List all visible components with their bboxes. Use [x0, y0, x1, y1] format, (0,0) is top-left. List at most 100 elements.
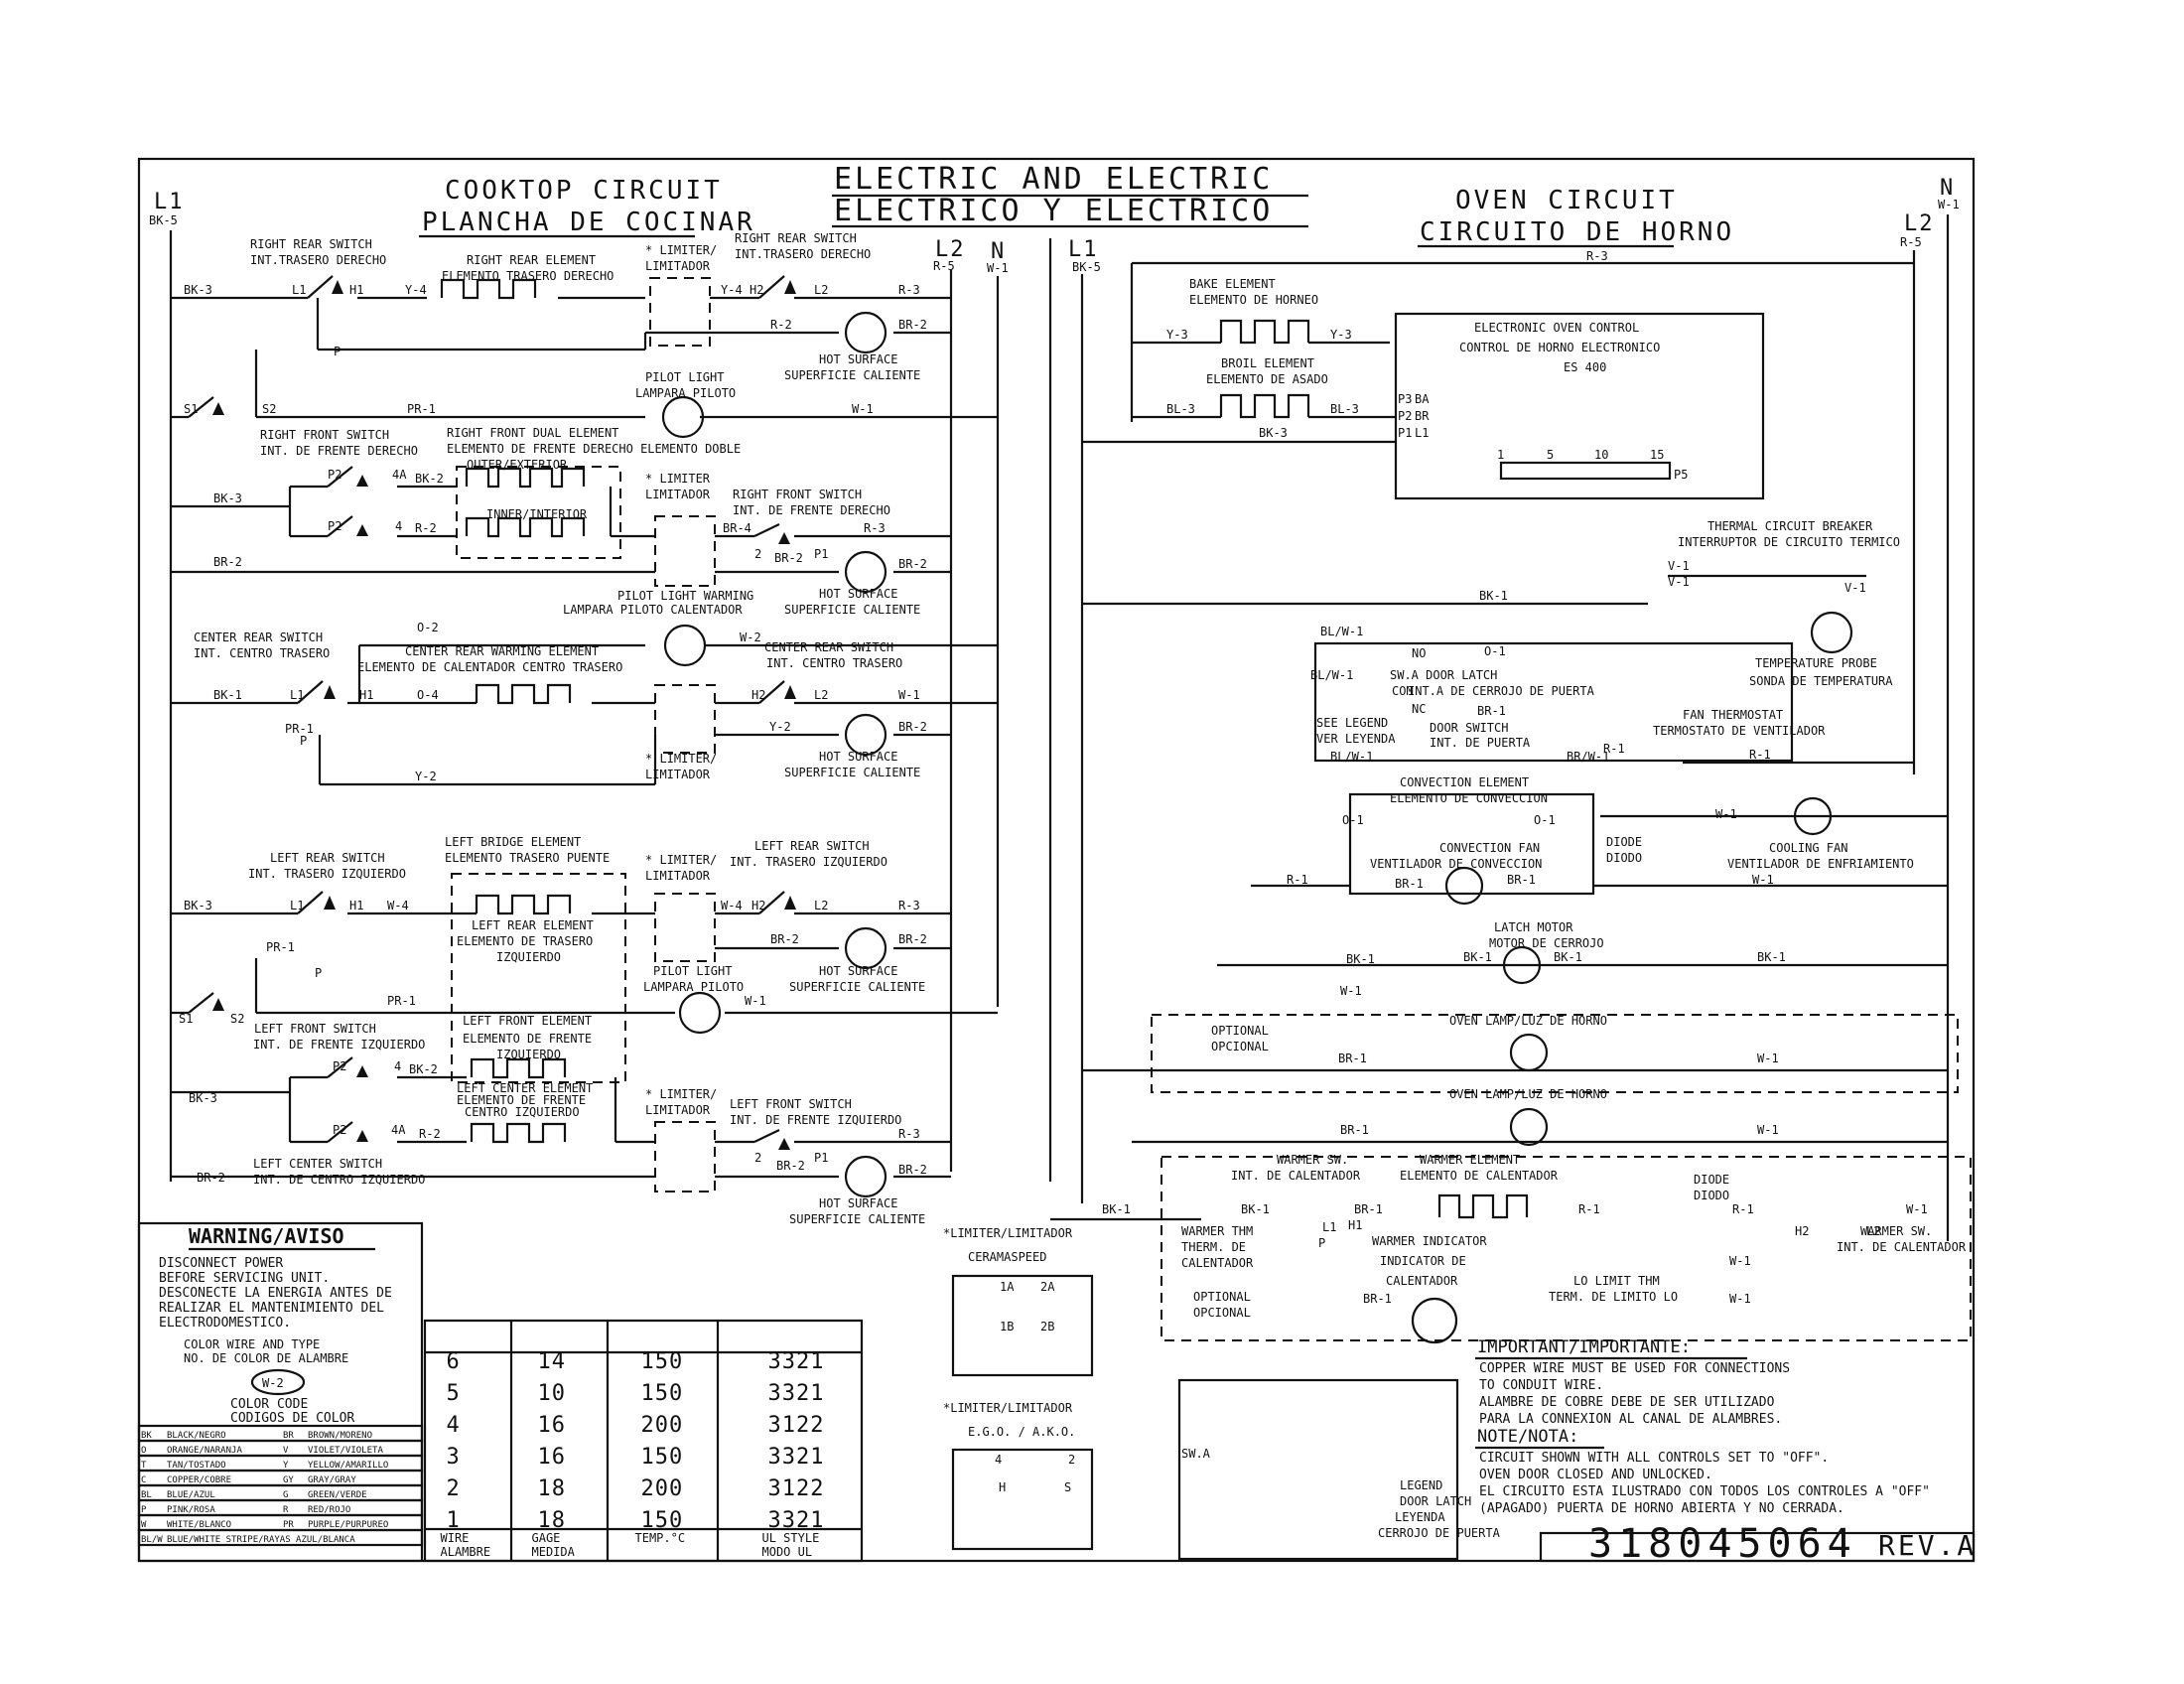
terminal-label: S2 [230, 1012, 244, 1026]
cooktop-label: INT.TRASERO DERECHO [250, 253, 386, 267]
terminal-label: 4 [995, 1453, 1002, 1467]
warning-line: DISCONNECT POWER [159, 1256, 283, 1271]
oven-label: DIODO [1606, 851, 1642, 865]
wire-code: W-1 [1729, 1254, 1751, 1268]
color-code-cell: T [141, 1461, 147, 1471]
wire-table-cell: 5 [447, 1381, 461, 1406]
cooktop-label: LAMPARA PILOTO [643, 980, 744, 994]
terminal-label: P1 [1398, 426, 1412, 440]
oven-label: LEYENDA [1395, 1510, 1445, 1524]
oven-label: LO LIMIT THM [1573, 1274, 1660, 1288]
terminal-label: 2 [754, 1151, 761, 1165]
wire-code: BL-3 [1330, 402, 1359, 416]
oven-label: TERMOSTATO DE VENTILADOR [1653, 724, 1826, 738]
wire-table-footer: GAGE [532, 1531, 561, 1545]
wire-code: BL/W-1 [1320, 625, 1363, 638]
color-code-cell: BLUE/AZUL [167, 1490, 215, 1500]
wire-code: BK-3 [1259, 426, 1288, 440]
oven-label: WARMER SW. [1277, 1153, 1348, 1167]
terminal-label: BR [1415, 409, 1430, 423]
terminal-label: P [1318, 1236, 1325, 1250]
cooktop-label: LEFT REAR SWITCH [754, 839, 870, 853]
terminal-label: S2 [262, 402, 276, 416]
terminal-label: H2 [750, 283, 763, 297]
oven-label: CONTROL DE HORNO ELECTRONICO [1459, 341, 1660, 354]
terminal-label: P [315, 966, 322, 980]
oven-label: CALENTADOR [1386, 1274, 1458, 1288]
wire-code: BK-1 [1463, 950, 1492, 964]
color-code-cell: GRAY/GRAY [308, 1475, 356, 1485]
color-code-cell: RED/ROJO [308, 1505, 350, 1515]
oven-label: DOOR SWITCH [1430, 721, 1508, 735]
important-line: PARA LA CONNEXION AL CANAL DE ALAMBRES. [1479, 1412, 1782, 1427]
oven-label: VER LEYENDA [1316, 732, 1396, 746]
cooktop-label: PILOT LIGHT WARMING [617, 589, 753, 603]
wire-table-cell: 3321 [768, 1381, 825, 1406]
cooktop-label: LEFT CENTER SWITCH [253, 1157, 382, 1171]
important-heading: IMPORTANT/IMPORTANTE: [1477, 1337, 1691, 1357]
p5-connector [1499, 461, 1672, 481]
cooktop-label: SUPERFICIE CALIENTE [789, 980, 925, 994]
main-title-line2: ELECTRICO Y ELECTRICO [834, 194, 1273, 228]
oven-label: TERM. DE LIMITO LO [1549, 1290, 1678, 1304]
terminal-label: 5 [1547, 448, 1554, 462]
terminal-label: P [334, 345, 341, 358]
cooktop-label: PILOT LIGHT [645, 370, 724, 384]
warning-line: BEFORE SERVICING UNIT. [159, 1271, 330, 1286]
cooktop-label: LAMPARA PILOTO CALENTADOR [563, 603, 743, 617]
wire-table-cell: 18 [538, 1508, 567, 1533]
oven-label: FAN THERMOSTAT [1683, 708, 1783, 722]
wire-code: BR-2 [776, 1159, 805, 1173]
color-code-cell: G [283, 1490, 288, 1500]
wire-code: BR-2 [197, 1171, 225, 1185]
oven-label: DIODO [1694, 1189, 1729, 1202]
pilot-light-warming-indicator [663, 624, 707, 667]
wire-code: W-1 [1729, 1292, 1751, 1306]
cooktop-label: IZQUIERDO [496, 950, 561, 964]
color-code-cell: V [283, 1446, 289, 1456]
oven-label: LEGEND [1400, 1478, 1442, 1492]
terminal-label: H2 [1795, 1224, 1809, 1238]
door-latch-legend-box [1177, 1378, 1459, 1561]
color-code-cell: COPPER/COBRE [167, 1475, 231, 1485]
optional-warmer-box [1160, 1156, 1972, 1341]
cooktop-label: LIMITADOR [645, 768, 711, 781]
cooktop-label: LEFT BRIDGE ELEMENT [445, 835, 581, 849]
wire-table-cell: 3321 [768, 1508, 825, 1533]
wire-code: O-1 [1534, 813, 1556, 827]
terminal-label: L2 [814, 688, 828, 702]
wire-code: R-2 [415, 521, 437, 535]
cooktop-label: * LIMITER/ [645, 853, 717, 867]
oven-label: INT.A DE CERROJO DE PUERTA [1408, 684, 1595, 698]
oven-lamp [1509, 1107, 1549, 1147]
wire-code: BR-2 [774, 551, 803, 565]
wire-code: V-1 [1844, 581, 1866, 595]
color-code-cell: BR [283, 1431, 294, 1441]
cooktop-label: INT. DE FRENTE DERECHO [733, 503, 890, 517]
wire-code: BK-1 [1346, 952, 1375, 966]
wire-table-cell: 14 [538, 1349, 567, 1374]
wire-code: BL/W-1 [1330, 750, 1373, 764]
cooktop-label: E.G.O. / A.K.O. [968, 1425, 1075, 1439]
oven-label: TEMPERATURE PROBE [1755, 656, 1877, 670]
main-title: ELECTRIC AND ELECTRIC ELECTRICO Y ELECTR… [832, 162, 1308, 228]
wire-code: O-4 [417, 688, 439, 702]
terminal-label: L1 [1415, 426, 1429, 440]
bus-l2-right-code: R-5 [1900, 235, 1922, 249]
cooktop-label: CENTER REAR SWITCH [194, 631, 323, 644]
cooktop-label: LEFT FRONT ELEMENT [463, 1014, 592, 1028]
terminal-label: L2 [814, 899, 828, 912]
oven-lamp-optional [1509, 1033, 1549, 1072]
cooktop-label: LEFT REAR ELEMENT [472, 918, 594, 932]
note-line: OVEN DOOR CLOSED AND UNLOCKED. [1479, 1468, 1712, 1482]
cooktop-label: INT. DE CENTRO IZQUIERDO [253, 1173, 425, 1187]
terminal-label: H2 [751, 688, 765, 702]
wire-code: BK-3 [184, 283, 212, 297]
wire-code: V-1 [1668, 575, 1690, 589]
wire-code: O-2 [417, 621, 439, 634]
wire-table-footer: TEMP.°C [635, 1531, 686, 1545]
color-code-cell: BL/W [141, 1535, 163, 1545]
terminal-label: H2 [751, 899, 765, 912]
